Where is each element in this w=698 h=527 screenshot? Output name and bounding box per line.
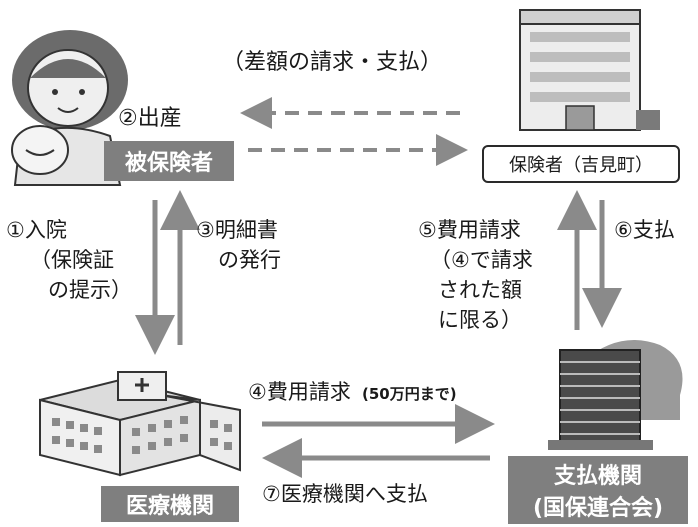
statement-step-line-1: ③明細書 [196,218,278,242]
payment-agency-name: 支払機関 [553,464,642,489]
insured-person-label: 被保険者 [104,141,234,181]
payment-agency-building-illustration [548,340,683,450]
mother-baby-illustration [11,30,128,186]
cost-claim-step-line-1: ⑤費用請求 [418,218,521,242]
cost-claim-step-line-2: （④で請求 [430,248,533,272]
admission-step-line-3: の提示） [48,278,132,302]
payment-agency-label: 支払機関 (国保連合会) [508,456,688,524]
cost-claim-label: ④費用請求 [248,380,351,404]
diff-claim-payment-note: （差額の請求・支払） [222,50,443,75]
hospital-building-illustration [39,371,241,477]
insurer-label: 保険者（吉見町） [482,145,680,183]
town-hall-building-illustration [519,9,660,131]
hospital-payment-label: ⑦医療機関へ支払 [262,482,428,506]
admission-step-line-1: ①入院 [6,218,67,242]
birth-label: ②出産 [118,106,182,131]
cost-claim-step-line-4: に限る） [438,308,522,332]
medical-institution-label: 医療機関 [101,486,239,522]
admission-step-line-2: （保険証 [30,248,114,272]
statement-step-line-2: の発行 [218,248,281,272]
payment-step-label: ⑥支払 [614,218,675,242]
cost-claim-limit-note: (50万円まで) [362,385,457,403]
payment-agency-org: (国保連合会) [532,496,664,521]
cost-claim-step-line-3: された額 [438,278,522,302]
